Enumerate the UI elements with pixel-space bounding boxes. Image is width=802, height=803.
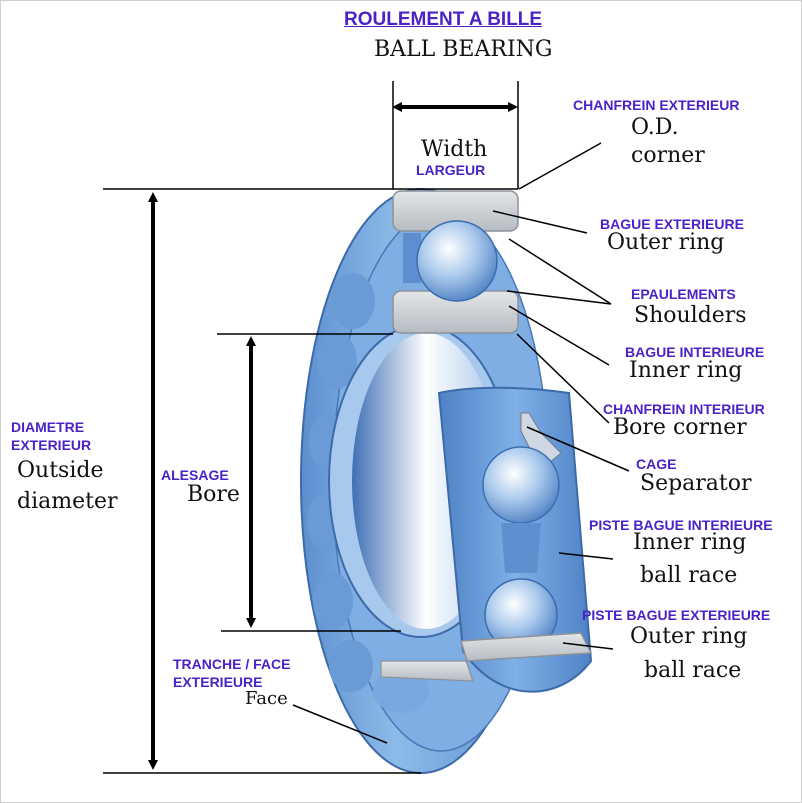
od-corner-label-french: CHANFREIN EXTERIEUR [573,97,740,113]
inner-ring-label: Inner ring [629,358,743,383]
outer-ring-race-label-french: PISTE BAGUE EXTERIEURE [582,607,771,623]
outer-ring-race-label-line1: Outer ring [630,624,748,649]
inner-ring-race-label-line2: ball race [640,563,738,588]
face-label-french-line1: TRANCHE / FACE [173,656,291,672]
inner-ring-label-french: BAGUE INTERIEURE [625,344,765,360]
face-label: Face [245,688,288,709]
od-corner-label-line1: O.D. [631,115,679,140]
outside-diameter-label-french-line1: DIAMETRE [11,419,85,435]
width-label-french: LARGEUR [416,162,486,178]
bore-label: Bore [187,482,240,507]
dimension-lines [103,81,519,774]
width-label: Width [421,137,488,162]
outer-ring-label-french: BAGUE EXTERIEURE [600,216,744,232]
outside-diameter-label-french-line2: EXTERIEUR [11,437,92,453]
title-french: ROULEMENT A BILLE [344,9,543,30]
od-corner-label-line2: corner [631,143,705,168]
bore-label-french: ALESAGE [161,467,229,483]
outer-ring-race-label-line2: ball race [644,658,742,683]
face-label-french-line2: EXTERIEURE [173,674,263,690]
leader-lines [292,142,630,744]
outside-diameter-label-line2: diameter [17,489,118,514]
top-section [392,190,519,334]
shoulders-label: Shoulders [634,303,747,328]
bore-corner-label: Bore corner [613,415,747,440]
outside-diameter-label-line1: Outside [17,458,104,483]
inner-ring-race-label-french: PISTE BAGUE INTERIEURE [589,517,773,533]
bore-corner-label-french: CHANFREIN INTERIEUR [603,401,765,417]
outer-ring-label: Outer ring [607,230,725,255]
shoulders-label-french: EPAULEMENTS [631,286,736,302]
separator-label: Separator [640,471,752,496]
cutaway-section [380,386,593,693]
inner-ring-race-label-line1: Inner ring [633,530,747,555]
title-english: BALL BEARING [374,37,553,62]
separator-label-french: CAGE [636,456,677,472]
